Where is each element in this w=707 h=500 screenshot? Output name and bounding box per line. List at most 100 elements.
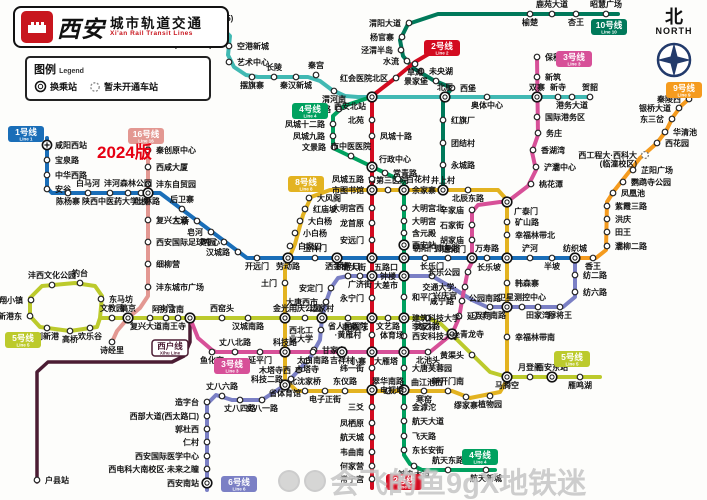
station[interactable]: 东三岔	[640, 114, 676, 124]
station[interactable]: 鹿苑大道	[536, 0, 568, 18]
station[interactable]: 常宁宫	[340, 474, 376, 484]
station[interactable]: 团结村	[439, 138, 475, 148]
station[interactable]: 雁鸣湖	[568, 373, 592, 390]
station[interactable]: 广济街	[348, 272, 372, 289]
station[interactable]: 木塔寺西	[258, 365, 303, 375]
station[interactable]: 沣东城市广场	[144, 282, 204, 292]
station[interactable]: 户县站	[33, 475, 69, 485]
station[interactable]: 航天东路	[432, 455, 465, 474]
station[interactable]: 翱翔小镇	[0, 295, 35, 305]
station[interactable]: 纺二路	[571, 270, 608, 280]
station[interactable]: 开远门	[245, 254, 269, 271]
station[interactable]: 长乐坡	[477, 252, 513, 272]
station[interactable]: 月登阁	[517, 362, 542, 381]
station[interactable]: 咸宁路	[430, 296, 466, 306]
station[interactable]: 安定门	[299, 283, 335, 293]
station[interactable]: 长乐门	[420, 261, 444, 280]
station[interactable]: 边家村	[309, 303, 334, 324]
station[interactable]: 通化门	[442, 244, 478, 264]
station[interactable]: 建筑科技大学·李家村	[398, 312, 463, 332]
station[interactable]: 国际港务区	[533, 112, 585, 122]
station[interactable]: 白家口	[286, 241, 322, 251]
station[interactable]: 凤栖原	[340, 418, 376, 428]
station[interactable]: 长陵	[266, 62, 283, 81]
station[interactable]: 北苑	[348, 115, 376, 125]
station[interactable]: 空港新城	[225, 41, 269, 51]
station[interactable]: 康复路	[436, 243, 461, 262]
station[interactable]: 洪庆	[603, 214, 631, 224]
station[interactable]: 西咸大厦	[144, 162, 189, 172]
station[interactable]: 渭河南	[322, 87, 346, 104]
station[interactable]: 郭杜西	[175, 424, 211, 434]
station[interactable]: 何家营	[340, 461, 376, 471]
station[interactable]: 五路口	[374, 252, 410, 272]
station[interactable]: 电视塔	[366, 384, 405, 396]
station[interactable]: 航天新城	[470, 466, 502, 483]
station[interactable]: 北池头	[416, 348, 440, 365]
station[interactable]: 白马河	[76, 178, 100, 197]
station[interactable]: 劳动路	[276, 252, 301, 271]
station[interactable]: 水流	[382, 56, 411, 66]
station[interactable]: 广泰门	[501, 196, 538, 216]
station[interactable]: 复兴大道南	[129, 314, 170, 331]
station[interactable]: 小白杨	[291, 228, 327, 238]
station[interactable]: 西安站	[398, 239, 436, 251]
station[interactable]: 钓台	[72, 268, 88, 287]
station[interactable]: 丈八北路	[219, 337, 252, 356]
station[interactable]: 新寺	[550, 82, 566, 101]
station[interactable]: 纺织城	[563, 243, 587, 264]
station[interactable]: 韦曲南	[340, 447, 376, 457]
station[interactable]: 田王	[603, 228, 631, 237]
station[interactable]: 诗经里	[100, 338, 124, 355]
station[interactable]: 红旗厂	[439, 115, 475, 125]
station[interactable]: 西安东站	[536, 362, 568, 383]
station[interactable]: 银桥大道	[638, 103, 683, 113]
station[interactable]: 文教园	[100, 303, 124, 322]
station[interactable]: 浐灞中心	[532, 162, 576, 172]
station[interactable]: 杏王	[567, 10, 584, 27]
station[interactable]: 北辰东路	[452, 186, 485, 203]
station[interactable]: 交通大学·兴庆宫	[422, 282, 469, 301]
station[interactable]: 幸福林带北	[503, 230, 555, 240]
station[interactable]: 常青路	[381, 168, 418, 178]
station[interactable]: 青龙寺	[446, 328, 484, 340]
station[interactable]: 红会医院北区	[340, 73, 400, 83]
station[interactable]: 东长安街	[400, 445, 444, 455]
station[interactable]: 金滹沱	[400, 402, 436, 412]
station[interactable]: 摆旗寨	[240, 73, 264, 90]
station[interactable]: 东仪路	[333, 376, 358, 395]
station[interactable]: 市图书馆	[332, 184, 378, 196]
station[interactable]: 灞柳二路	[603, 241, 648, 251]
station[interactable]: 大雁塔	[374, 346, 410, 366]
station[interactable]: 幸福林带南	[503, 332, 555, 342]
station[interactable]: 大明宫北	[400, 203, 444, 213]
station[interactable]: 秦宫	[307, 60, 324, 79]
station[interactable]: 皂河	[187, 227, 215, 237]
station[interactable]: 凤城九路	[293, 131, 337, 141]
station[interactable]: 黄渠头	[440, 350, 476, 360]
station[interactable]: 翠华南路	[372, 376, 405, 395]
station[interactable]: 和平门	[400, 292, 436, 302]
station[interactable]: 西北工业大学	[289, 325, 325, 344]
station[interactable]: 大唐西市	[286, 297, 330, 307]
station[interactable]: 大白杨	[296, 216, 332, 226]
station[interactable]: 凤城十路	[368, 131, 413, 141]
station[interactable]: 红庙坡	[301, 204, 338, 214]
station[interactable]: 陕西中医药大学	[82, 189, 138, 206]
station[interactable]: 上林路	[136, 187, 161, 206]
station[interactable]: 鱼化寨	[200, 348, 224, 365]
station[interactable]: 公园南路	[469, 293, 513, 313]
station[interactable]: 北大街	[342, 252, 378, 272]
station[interactable]: 龙首原	[339, 218, 376, 228]
station[interactable]: 西电科大南校区·未来之瞳	[108, 464, 211, 474]
station[interactable]: 北沈家桥	[289, 376, 322, 395]
station[interactable]: 创新港东	[0, 311, 34, 321]
station[interactable]: 鹦鹉寺公园	[619, 177, 671, 187]
station[interactable]: 凤凰池	[609, 188, 645, 198]
station[interactable]: 大唐芙蓉园	[400, 363, 452, 373]
station[interactable]: 高桥	[62, 327, 79, 344]
station[interactable]: 镐京	[120, 303, 136, 324]
station[interactable]: 沣西文化公园	[28, 270, 76, 289]
station[interactable]: 金光门	[272, 303, 297, 324]
station[interactable]: 香王	[584, 254, 601, 271]
